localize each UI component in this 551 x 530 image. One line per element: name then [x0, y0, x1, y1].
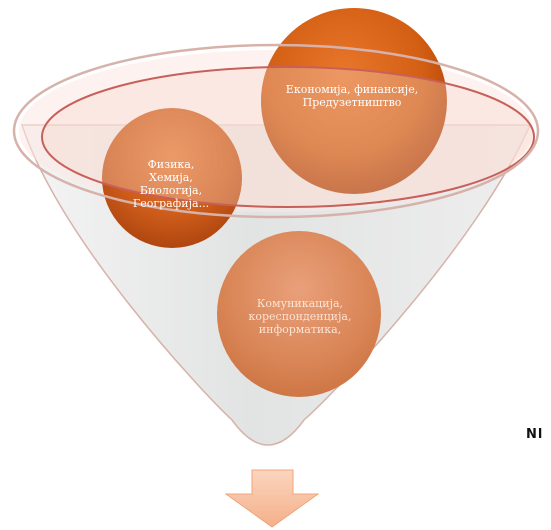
- bubble-left-label: Физика, Хемија, Биологија, Географија...: [132, 158, 210, 210]
- down-arrow-icon: [224, 469, 320, 528]
- bubble-top-label: Економија, финансије, Предузетништво: [285, 83, 419, 109]
- funnel-rim: [12, 43, 540, 219]
- bubble-bottom-label: Комуникација, кореспонденција, информати…: [248, 297, 352, 336]
- funnel-ring: [41, 66, 535, 208]
- bubble-bottom: [217, 231, 381, 397]
- edge-text: Nl: [526, 427, 544, 442]
